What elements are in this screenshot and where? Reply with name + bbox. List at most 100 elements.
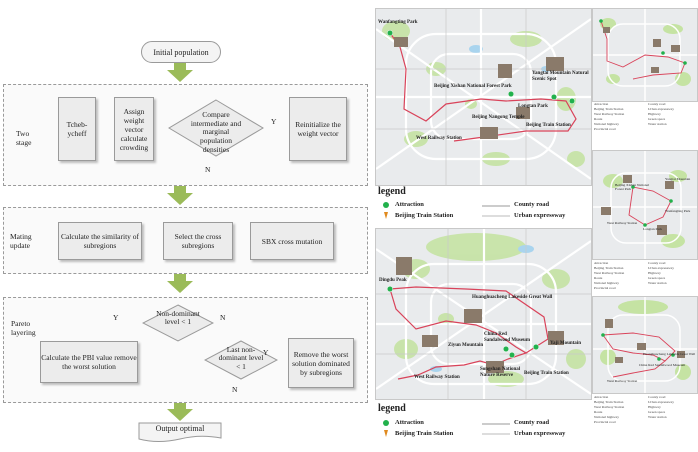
mini-legend-highway: Highway: [648, 112, 661, 116]
legend-title-top: legend: [378, 186, 406, 197]
attraction-icon: [386, 29, 394, 37]
output-optimal-label: Output optimal: [155, 424, 205, 433]
compare-yes-label: Y: [271, 117, 277, 126]
nondom-yes-label: Y: [113, 313, 119, 322]
similarity-box: Calculate the similarity of subregions: [58, 222, 142, 260]
compare-densities-diamond: [168, 99, 264, 157]
map-top-route: [389, 32, 577, 142]
label-westrail-top: West Railway Station: [416, 136, 462, 141]
legend-expressway-top: Urban expressway: [514, 212, 566, 219]
mini2-label-d: Longtan Park: [643, 227, 662, 231]
mini3-label-c: West Railway Station: [607, 379, 638, 383]
attraction-icon: [631, 185, 635, 189]
label-longtan: Longtan Park: [518, 104, 548, 109]
mini-legend-highway: Highway: [648, 271, 661, 275]
legend-county-bottom: County road: [514, 419, 550, 426]
legend-lines-top: [482, 205, 510, 217]
mini2-label-e: West Railway Station: [607, 221, 638, 225]
initial-population-label: Initial population: [153, 47, 209, 57]
label-nangong: Beijing Nangong Temple: [472, 115, 525, 120]
legend-train-top: Beijing Train Station: [395, 212, 454, 219]
output-document-shape: [138, 422, 222, 442]
mini-legend-national: National highway: [594, 415, 619, 419]
initial-population-terminal: Initial population: [141, 41, 221, 63]
attraction-icon: [683, 61, 687, 65]
mini-legend-green: Green space: [648, 117, 666, 121]
remove-worst-box: Remove the worst solution dominated by s…: [288, 338, 354, 388]
mini-map-1-canvas: [593, 9, 697, 101]
non-dominant-label: Non-dominant level < 1: [156, 309, 200, 327]
attraction-icon: [386, 285, 394, 293]
tchebycheff-label: Tcheb-ycheff: [66, 120, 88, 138]
label-china-red: China Red Sandalwood Museum: [484, 332, 530, 343]
label-wanfangting: Wanfangting Park: [378, 20, 418, 25]
attraction-icon: [643, 223, 647, 227]
mini2-label-c: Wanfangting Park: [665, 209, 691, 213]
mini-legend-county: County road: [648, 261, 666, 265]
mini-legend-water: Water station: [648, 122, 667, 126]
non-dominant-diamond: [142, 304, 214, 342]
label-songshan: Songshan National Nature Reserve: [480, 367, 521, 378]
mini-legend-westrail: West Railway Station: [594, 271, 625, 275]
label-xishan: Beijing Xishan National Forest Park: [434, 84, 512, 89]
mini-legend-expressway: Urban expressway: [648, 266, 674, 270]
mini-map-3-canvas: [593, 297, 697, 393]
nondom-no-label: N: [220, 313, 226, 322]
attraction-icon: [383, 202, 389, 208]
pbi-label: Calculate the PBI value remove the worst…: [41, 353, 137, 371]
legend-icons-top: [383, 202, 389, 219]
mini-map-1: [592, 8, 698, 102]
mini-map-2-canvas: [593, 151, 697, 259]
mini-legend-expressway: Urban expressway: [648, 107, 674, 111]
mini-legend-route: Route: [594, 117, 603, 121]
legend-attraction-bottom: Attraction: [395, 419, 424, 426]
legend-county-top: County road: [514, 201, 550, 208]
attraction-icon: [669, 199, 673, 203]
mini-legend-train: Beijing Train Station: [594, 107, 624, 111]
attraction-icon: [383, 420, 389, 426]
arrow-stage1-to-stage2: [167, 186, 193, 205]
train-station-icon: [384, 430, 388, 437]
label-westrail-bottom: West Railway Station: [414, 375, 460, 380]
mini2-label-b: Yangtai Mountain: [665, 177, 691, 181]
attraction-icon: [599, 19, 603, 23]
stage-two-stage-label: Two stage: [16, 129, 32, 147]
map-bottom-canvas: [376, 229, 591, 399]
tchebycheff-box: Tcheb-ycheff: [58, 97, 96, 161]
attraction-icon: [568, 97, 576, 105]
lastnondom-no-label: N: [232, 385, 238, 394]
mini-legend-provincial: Provincial road: [594, 127, 616, 131]
arrow-initial-to-stage1: [167, 62, 193, 82]
label-yangtai: Yangtai Mountain Natural Scenic Spot: [532, 71, 589, 82]
attraction-icon: [601, 333, 605, 337]
attraction-icon: [532, 343, 540, 351]
sbx-label: SBX cross mutation: [261, 236, 323, 246]
stage-mating-update-label: Mating update: [10, 232, 32, 250]
attraction-icon: [661, 51, 665, 55]
label-train-bottom: Beijing Train Station: [524, 371, 569, 376]
map-route-bottom: Dingdu Peak Huanghuacheng Lakeside Great…: [375, 228, 592, 400]
mini-legend-route: Route: [594, 276, 603, 280]
legend-attraction-top: Attraction: [395, 201, 424, 208]
legend-icons-bottom: [383, 420, 389, 437]
attraction-icon: [508, 351, 516, 359]
map-route-top: Wanfangting Park Beijing Xishan National…: [375, 8, 592, 186]
mini-legend-attraction: Attraction: [594, 102, 609, 106]
attraction-icon: [671, 353, 675, 357]
mini2-label-a: Beijing Xishan National Forest Park: [615, 183, 650, 191]
mini-legend-route: Route: [594, 410, 603, 414]
legend-train-bottom: Beijing Train Station: [395, 430, 454, 437]
mini-legend-county: County road: [648, 102, 666, 106]
mini-legend-national: National highway: [594, 122, 619, 126]
compare-densities-label: Compare intermediate and marginal popula…: [190, 110, 242, 154]
mini-legend-westrail: West Railway Station: [594, 112, 625, 116]
lastnondom-yes-label: Y: [263, 348, 269, 357]
label-dingdu: Dingdu Peak: [379, 278, 407, 283]
reinitialize-weight-box: Reinitialize the weight vector: [289, 97, 347, 161]
mini-legend-provincial: Provincial road: [594, 286, 616, 290]
mini-legend-county: County road: [648, 395, 666, 399]
attraction-icon: [502, 345, 510, 353]
pbi-box: Calculate the PBI value remove the worst…: [40, 341, 138, 383]
legend-title-bottom: legend: [378, 403, 406, 414]
legend-lines-bottom: [482, 423, 510, 435]
